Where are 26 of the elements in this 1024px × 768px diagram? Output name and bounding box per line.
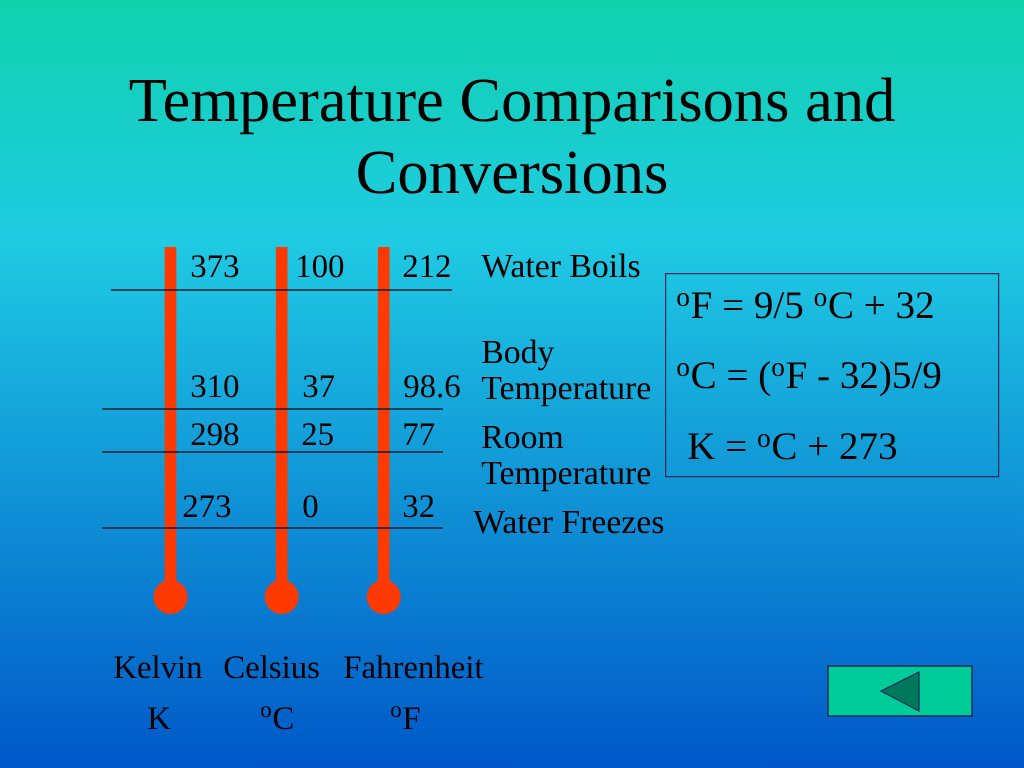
formula: $^{o}$F = 9/5 $^{o}$C + 32 xyxy=(677,292,933,319)
unit-symbol: $^{o}$C xyxy=(261,706,293,730)
scale-value: 98.6 xyxy=(404,375,460,398)
scale-value: 32 xyxy=(403,495,434,518)
scale-value: 310 xyxy=(191,375,239,398)
scale-value: 37 xyxy=(303,375,335,398)
reference-label: Water Boils xyxy=(481,253,640,278)
formula: K = $^{o}$C + 273 xyxy=(688,433,897,460)
scale-name: Celsius xyxy=(224,655,319,679)
scale-value: 100 xyxy=(298,255,344,278)
unit-symbol: K xyxy=(148,707,171,729)
scale-name: Kelvin xyxy=(114,655,203,679)
scale-value: 273 xyxy=(183,495,231,518)
scale-value: 212 xyxy=(403,255,450,277)
reference-label: Room Temperature xyxy=(481,425,651,492)
title: Temperature Comparisons and Conversions xyxy=(129,77,895,194)
reference-label: Water Freezes xyxy=(473,510,664,534)
scale-value: 298 xyxy=(191,423,239,446)
scale-value: 373 xyxy=(191,255,239,278)
unit-symbol: $^{o}$F xyxy=(391,706,420,729)
formula-box xyxy=(665,273,1000,478)
formula: $^{o}$C = ($^{o}$F - 32)5/9 xyxy=(677,360,941,397)
scale-name: Fahrenheit xyxy=(344,655,484,679)
scale-value: 25 xyxy=(302,423,333,446)
scale-value: 0 xyxy=(303,495,318,518)
scale-value: 77 xyxy=(404,423,435,445)
